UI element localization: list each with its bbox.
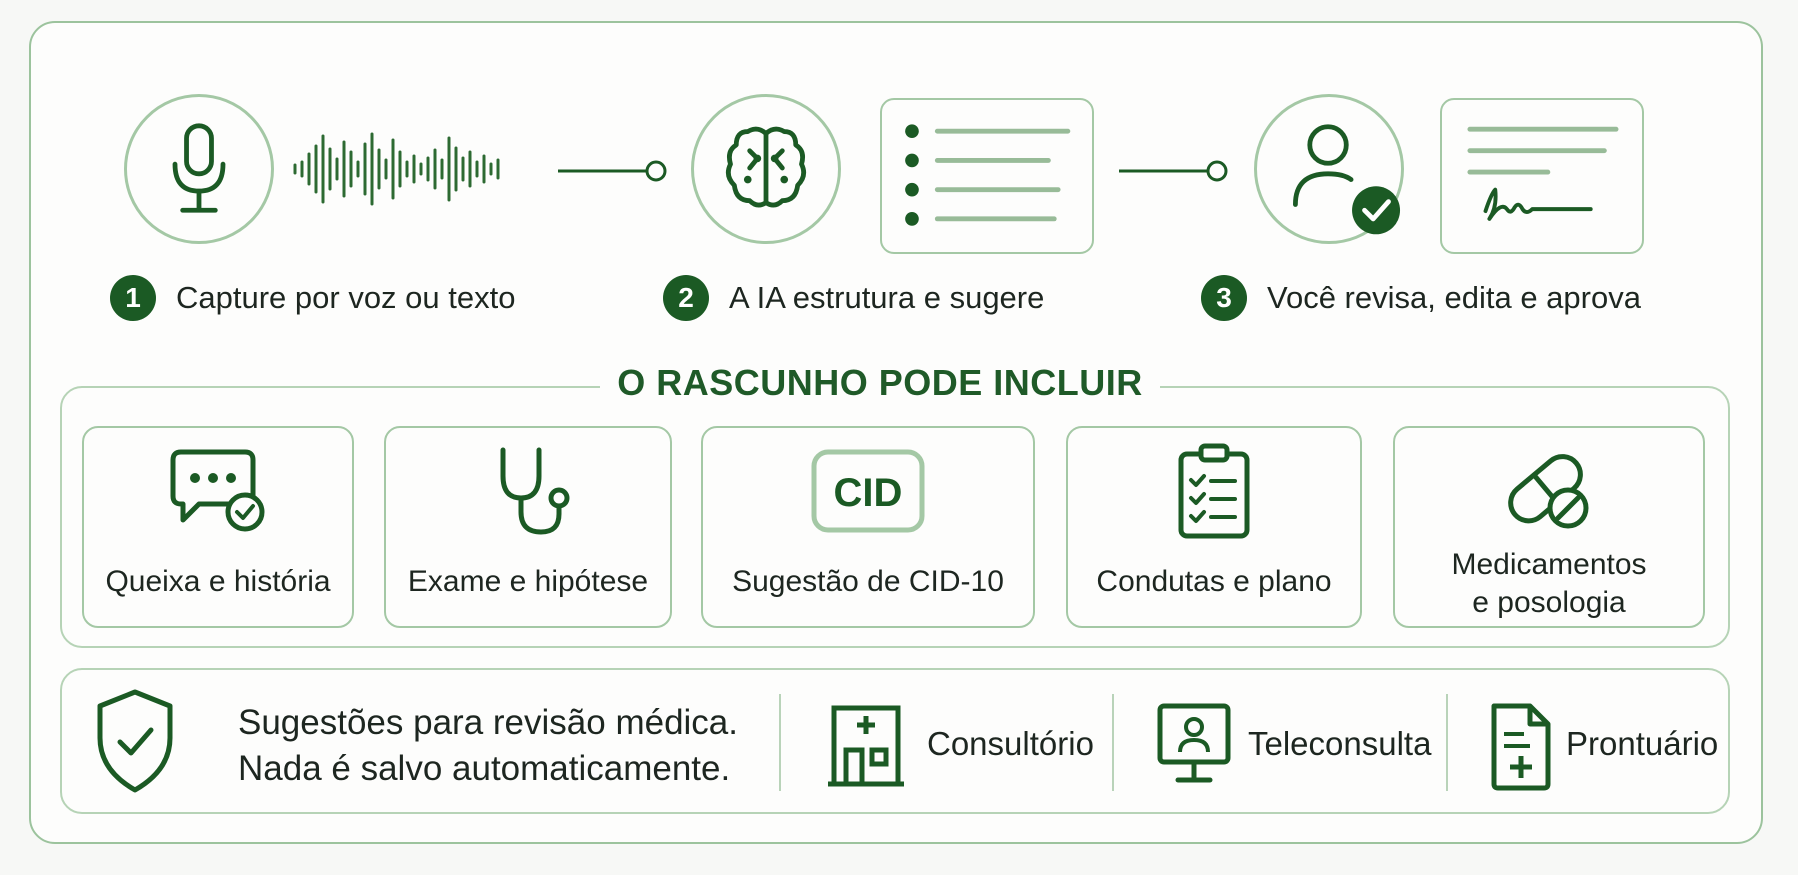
tile-label: Exame e hipótese bbox=[407, 565, 649, 598]
microphone-icon bbox=[172, 123, 226, 213]
chat-check-icon bbox=[170, 449, 265, 532]
list-icon bbox=[905, 124, 1071, 226]
tile-label: Sugestão de CID-10 bbox=[732, 565, 1004, 598]
brain-circle bbox=[691, 94, 841, 244]
step-number: 3 bbox=[1201, 275, 1247, 321]
tile-label: Queixa e história bbox=[105, 565, 331, 598]
context-label: Teleconsulta bbox=[1248, 725, 1432, 762]
section-title: O RASCUNHO PODE INCLUIR bbox=[600, 362, 1160, 404]
tile-conduct-plan: Condutas e plano bbox=[1066, 426, 1362, 628]
user-check-circle bbox=[1254, 94, 1404, 244]
footer-divider bbox=[1446, 694, 1448, 791]
step-label: Capture por voz ou texto bbox=[176, 280, 516, 315]
connector-arrow-2 bbox=[1119, 160, 1228, 182]
review-notice-line2: Nada é salvo automaticamente. bbox=[238, 749, 731, 788]
step-label: Você revisa, edita e aprova bbox=[1267, 280, 1641, 315]
microphone-circle bbox=[124, 94, 274, 244]
cid-badge-icon: CID bbox=[811, 449, 925, 533]
tile-label: Condutas e plano bbox=[1096, 565, 1332, 598]
pill-icon bbox=[1508, 454, 1589, 529]
clinic-building-icon bbox=[828, 705, 904, 787]
footer-divider bbox=[779, 694, 781, 791]
brain-icon bbox=[725, 126, 807, 208]
cid-badge-text: CID bbox=[834, 471, 903, 515]
context-label: Consultório bbox=[927, 725, 1094, 762]
shield-check-icon bbox=[97, 689, 173, 793]
tile-label: Medicamentos e posologia bbox=[1395, 546, 1703, 622]
user-check-icon bbox=[1293, 124, 1401, 235]
review-notice-line1: Sugestões para revisão médica. bbox=[238, 703, 738, 742]
tile-label-line2: e posologia bbox=[1472, 586, 1626, 619]
footer-bar bbox=[60, 668, 1730, 814]
tile-medication-dosage: Medicamentos e posologia bbox=[1393, 426, 1705, 628]
step-2: 2 A IA estrutura e sugere bbox=[663, 275, 1044, 321]
step-label: A IA estrutura e sugere bbox=[729, 280, 1045, 315]
clipboard-checklist-icon bbox=[1178, 443, 1250, 539]
medical-record-icon bbox=[1491, 703, 1551, 791]
context-label: Prontuário bbox=[1566, 725, 1719, 762]
tile-exam-hypothesis: Exame e hipótese bbox=[384, 426, 672, 628]
step-3: 3 Você revisa, edita e aprova bbox=[1201, 275, 1641, 321]
structured-list-document bbox=[880, 98, 1094, 254]
sound-wave-icon bbox=[293, 132, 500, 206]
monitor-user-icon bbox=[1157, 703, 1231, 783]
step-number: 1 bbox=[110, 275, 156, 321]
stethoscope-icon bbox=[500, 447, 570, 535]
tile-cid-suggestion: CID Sugestão de CID-10 bbox=[701, 426, 1035, 628]
connector-arrow-1 bbox=[558, 160, 667, 182]
footer-divider bbox=[1112, 694, 1114, 791]
signature-document-icon bbox=[1467, 126, 1619, 221]
step-1: 1 Capture por voz ou texto bbox=[110, 275, 515, 321]
tile-complaint-history: Queixa e história bbox=[82, 426, 354, 628]
signed-document bbox=[1440, 98, 1644, 254]
step-number: 2 bbox=[663, 275, 709, 321]
review-notice: Sugestões para revisão médica. Nada é sa… bbox=[238, 700, 738, 792]
tile-label-line1: Medicamentos bbox=[1451, 548, 1647, 581]
